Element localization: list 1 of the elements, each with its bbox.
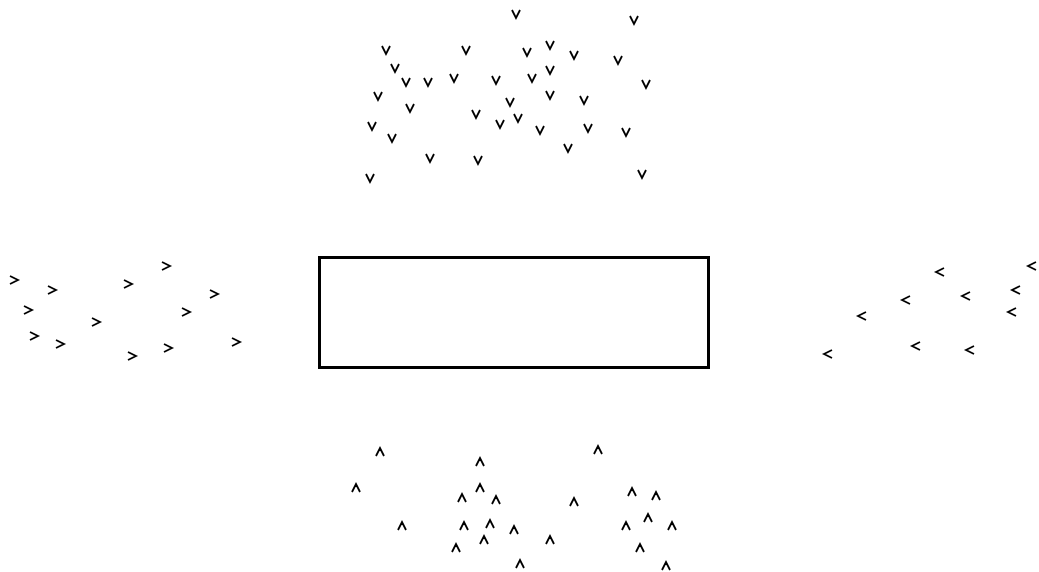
- empty-rectangle: [318, 256, 710, 369]
